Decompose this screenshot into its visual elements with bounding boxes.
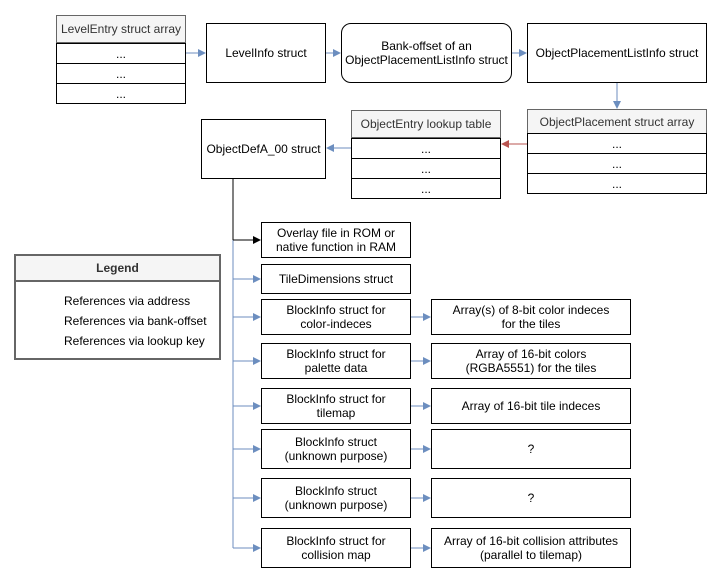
child-right-8: Array of 16-bit collision attributes (pa… [431,528,631,568]
object-entry-row-1: ... [351,138,501,159]
child-left-1: Overlay file in ROM or native function i… [261,222,411,258]
object-placement-row-3: ... [527,173,707,194]
object-def-box: ObjectDefA_00 struct [201,119,326,179]
object-placement-row-1: ... [527,133,707,154]
child-right-3: Array(s) of 8-bit color indeces for the … [431,299,631,335]
object-placement-row-2: ... [527,153,707,174]
level-info-box: LevelInfo struct [206,23,326,83]
child-right-7: ? [431,478,631,518]
child-right-5: Array of 16-bit tile indeces [431,388,631,424]
child-right-6: ? [431,429,631,469]
object-entry-row-3: ... [351,178,501,199]
level-entry-array-header: LevelEntry struct array [56,15,186,43]
child-left-8: BlockInfo struct for collision map [261,528,411,568]
legend-label-address: References via address [64,294,191,308]
child-left-2: TileDimensions struct [261,264,411,294]
object-entry-table-header: ObjectEntry lookup table [351,110,501,138]
legend-title: Legend [14,254,221,282]
child-left-3: BlockInfo struct for color-indeces [261,299,411,335]
level-entry-row-3: ... [56,83,186,104]
legend-label-lookup-key: References via lookup key [64,334,205,348]
level-entry-row-2: ... [56,63,186,84]
object-placement-array-header: ObjectPlacement struct array [527,109,707,134]
level-entry-row-1: ... [56,43,186,64]
child-right-4: Array of 16-bit colors (RGBA5551) for th… [431,343,631,379]
object-placement-list-info-box: ObjectPlacementListInfo struct [527,23,707,83]
object-entry-row-2: ... [351,158,501,179]
bank-offset-box: Bank-offset of an ObjectPlacementListInf… [341,23,512,83]
legend-label-bank-offset: References via bank-offset [64,314,207,328]
child-left-7: BlockInfo struct (unknown purpose) [261,478,411,518]
child-left-6: BlockInfo struct (unknown purpose) [261,429,411,469]
child-left-4: BlockInfo struct for palette data [261,343,411,379]
child-left-5: BlockInfo struct for tilemap [261,388,411,424]
